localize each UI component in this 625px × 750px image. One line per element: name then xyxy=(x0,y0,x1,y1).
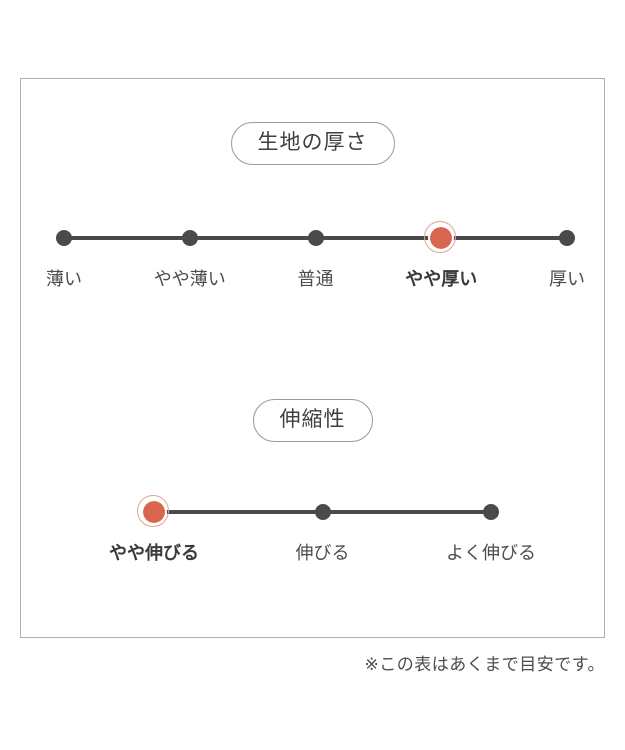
disclaimer-note: ※この表はあくまで目安です。 xyxy=(364,655,605,675)
fabric-thickness-label: 薄い xyxy=(46,269,82,290)
fabric-thickness-scale-dot[interactable] xyxy=(181,230,198,246)
section-title-stretchiness: 伸縮性 xyxy=(252,399,373,442)
fabric-thickness-label: やや厚い xyxy=(405,269,478,290)
stretchiness-label: やや伸びる xyxy=(109,543,199,564)
stretchiness-scale-dot-selected[interactable] xyxy=(137,495,169,527)
fabric-thickness-scale-dot-selected[interactable] xyxy=(424,221,457,253)
stretchiness-scale-labels: やや伸びる 伸びる よく伸びる xyxy=(21,541,606,569)
fabric-thickness-scale-dot[interactable] xyxy=(559,230,575,246)
fabric-thickness-label: 厚い xyxy=(549,269,585,290)
fabric-thickness-label: やや薄い xyxy=(153,269,226,290)
fabric-thickness-label: 普通 xyxy=(297,269,334,290)
section-title-fabric-thickness: 生地の厚さ xyxy=(230,122,395,165)
thickness-scale-labels: 薄い やや薄い 普通 やや厚い 厚い xyxy=(21,267,606,295)
fabric-spec-panel: 生地の厚さ 薄い やや薄い 普通 やや厚い 厚い 伸縮性 やや伸びる 伸びる よく伸びる xyxy=(20,78,605,638)
fabric-thickness-scale-dot[interactable] xyxy=(307,230,324,246)
stretchiness-label: よく伸びる xyxy=(446,543,536,564)
stretchiness-label: 伸びる xyxy=(295,543,350,564)
section-title-row-stretch: 伸縮性 xyxy=(21,399,604,442)
stretchiness-scale xyxy=(21,495,606,527)
stretchiness-scale-dot[interactable] xyxy=(483,504,499,520)
section-title-row-thickness: 生地の厚さ xyxy=(21,122,604,165)
stretchiness-scale-dot[interactable] xyxy=(314,504,331,520)
thickness-scale xyxy=(21,221,606,253)
fabric-thickness-scale-dot[interactable] xyxy=(56,230,72,246)
